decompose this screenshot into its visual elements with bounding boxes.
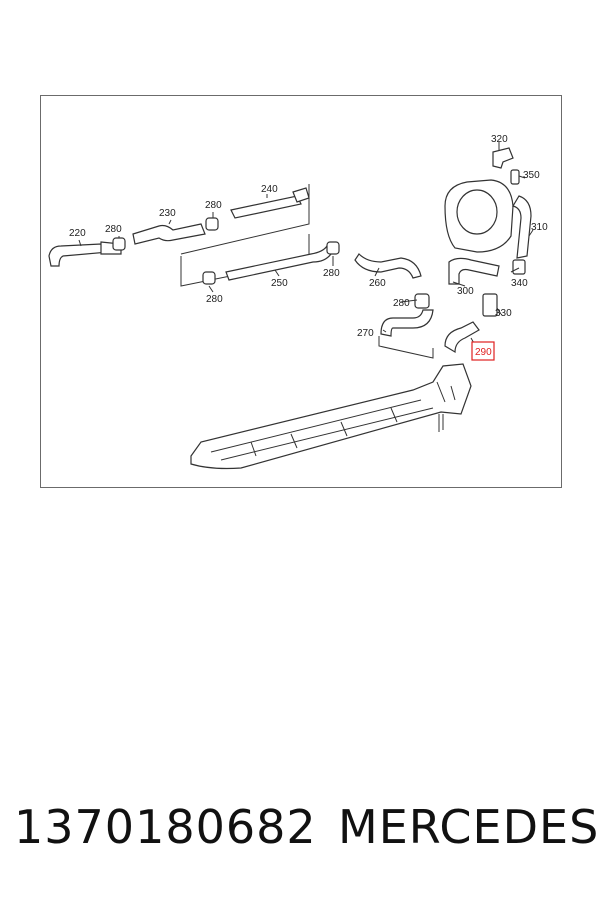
- clamp-280-b: [205, 217, 219, 231]
- label-240: 240: [261, 184, 278, 195]
- connector-350: [510, 169, 520, 185]
- label-300: 300: [457, 286, 474, 297]
- hose-220: [48, 243, 110, 267]
- hose-260: [354, 253, 422, 279]
- highlight-box-290: [471, 341, 495, 361]
- throttle-port: [456, 189, 498, 235]
- radiator-detail-b: [436, 381, 456, 432]
- hose-300: [448, 257, 500, 285]
- label-220: 220: [69, 228, 86, 239]
- clamp-280-d: [326, 241, 340, 255]
- hose-290: [444, 321, 480, 354]
- connector-330: [482, 293, 498, 317]
- parts-diagram: 220 280 230 280 240 280 250 280 260 280 …: [40, 95, 562, 488]
- part-number: 1370180682: [14, 800, 317, 854]
- clamp-280-a: [112, 237, 126, 251]
- label-320: 320: [491, 134, 508, 145]
- clamp-280-e: [414, 293, 430, 309]
- radiator-detail-a: [210, 399, 434, 461]
- diagram-svg: 220 280 230 280 240 280 250 280 260 280 …: [48, 134, 548, 470]
- label-270: 270: [357, 328, 374, 339]
- label-260: 260: [369, 278, 386, 289]
- fitting-320: [492, 147, 514, 169]
- hose-310: [512, 195, 532, 259]
- label-280-a: 280: [105, 224, 122, 235]
- label-280-c: 280: [206, 294, 223, 305]
- frame-240: [180, 184, 310, 255]
- label-230: 230: [159, 208, 176, 219]
- label-330: 330: [495, 308, 512, 319]
- connector-340: [512, 259, 526, 275]
- radiator-tank: [190, 363, 472, 470]
- label-280-d: 280: [323, 268, 340, 279]
- label-340: 340: [511, 278, 528, 289]
- label-350: 350: [523, 170, 540, 181]
- label-290: 290: [475, 347, 492, 358]
- label-250: 250: [271, 278, 288, 289]
- clamp-280-c: [202, 271, 216, 285]
- brand-name: MERCEDES: [338, 800, 600, 854]
- leader-lines: [78, 142, 534, 353]
- label-280-b: 280: [205, 200, 222, 211]
- hose-230: [132, 223, 206, 245]
- hose-240: [230, 195, 302, 219]
- caption: 1370180682 MERCEDES: [0, 800, 600, 860]
- label-280-e: 280: [393, 298, 410, 309]
- frame-270: [378, 336, 434, 359]
- label-310: 310: [531, 222, 548, 233]
- hose-270: [380, 309, 434, 337]
